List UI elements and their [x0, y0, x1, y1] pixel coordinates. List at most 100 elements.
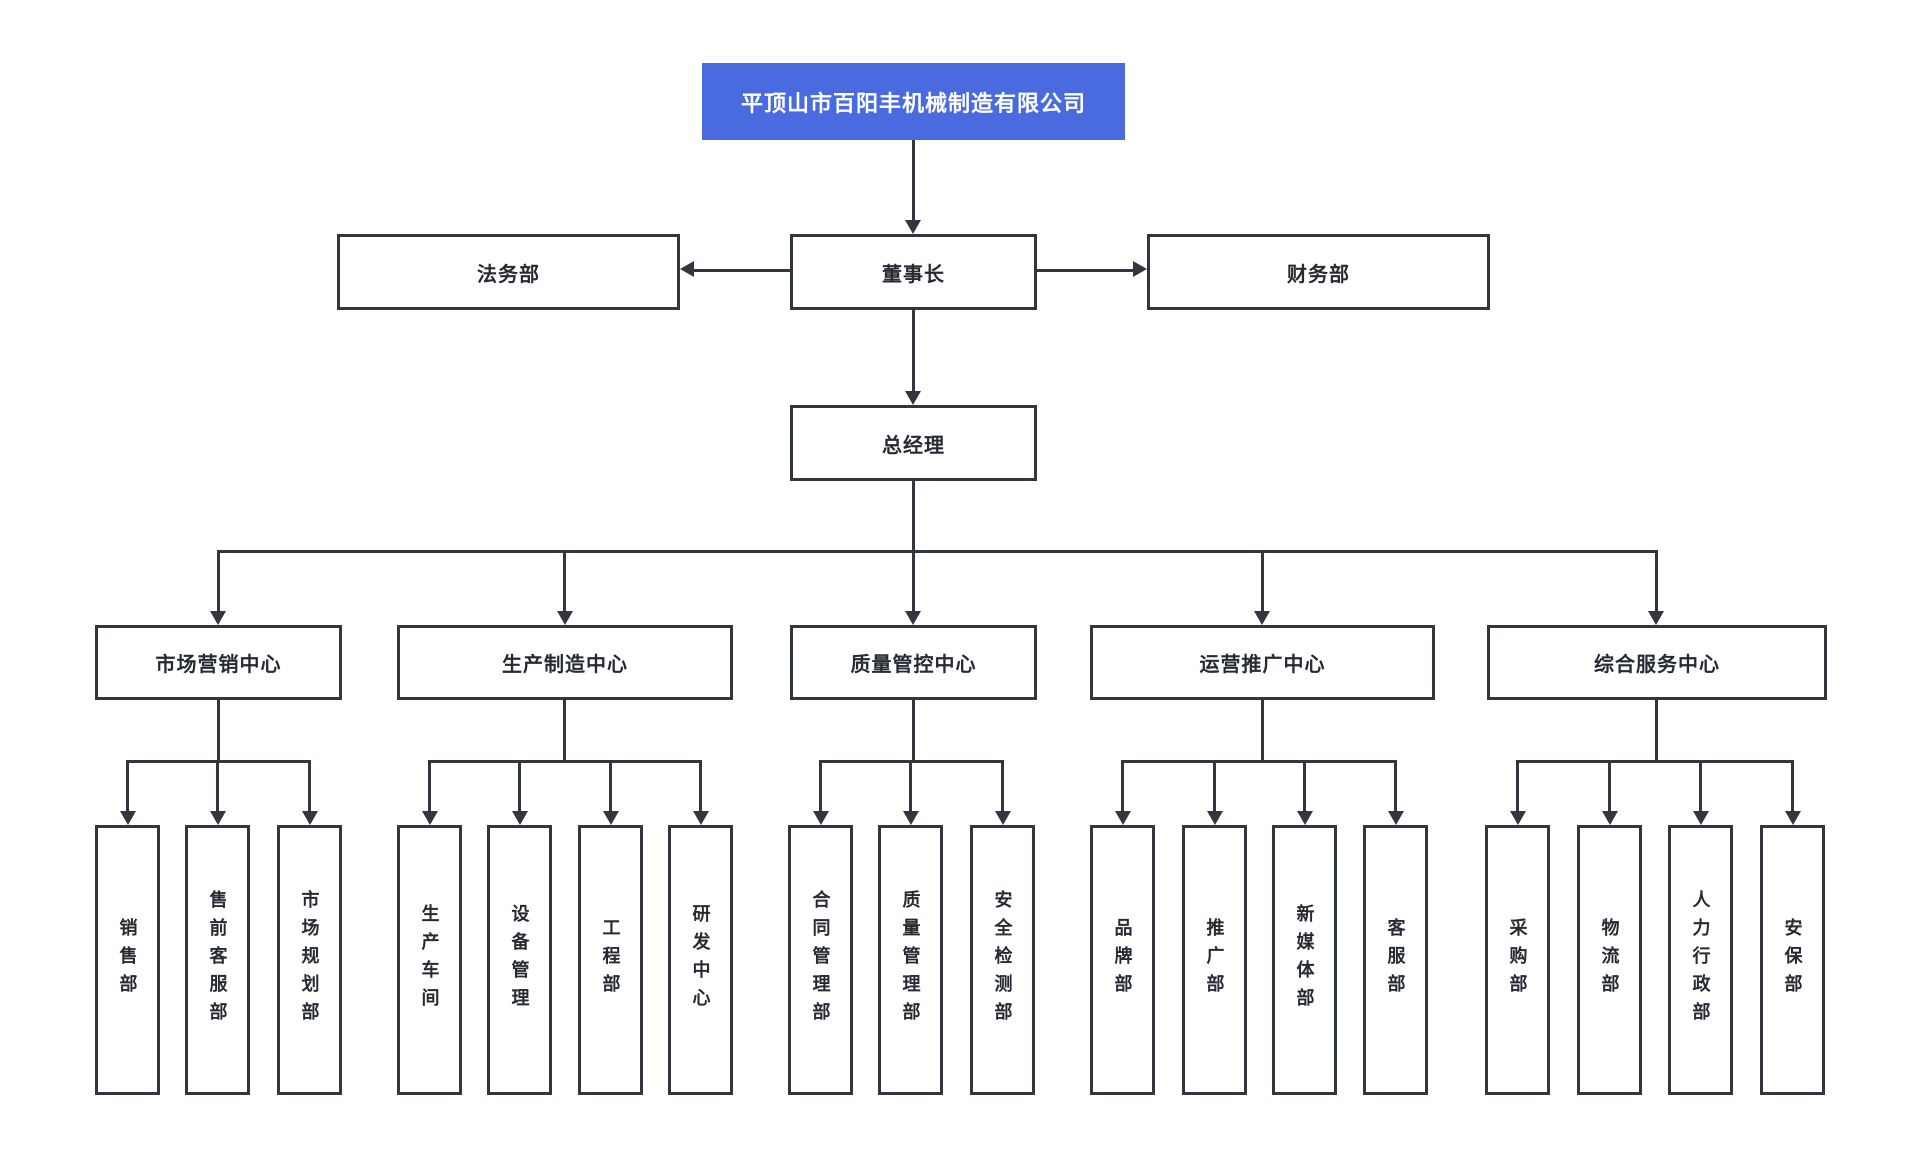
- connector-arrowhead-down: [120, 811, 136, 825]
- node-division-marketing-center[interactable]: 市场营销中心: [95, 625, 342, 700]
- connector-line: [1001, 762, 1004, 811]
- node-division-production-center[interactable]: 生产制造中心: [397, 625, 733, 700]
- connector-line: [912, 310, 915, 391]
- connector-line: [126, 762, 129, 811]
- node-dept-presales-service-label: 售前客服部: [207, 890, 228, 1030]
- connector-line: [217, 550, 220, 611]
- connector-line: [518, 762, 521, 811]
- node-division-quality-center-label: 质量管控中心: [850, 654, 977, 676]
- node-division-marketing-center-label: 市场营销中心: [155, 654, 282, 676]
- node-company-label: 平顶山市百阳丰机械制造有限公司: [740, 90, 1086, 116]
- node-legal-dept[interactable]: 法务部: [337, 234, 680, 310]
- connector-line: [1261, 700, 1264, 762]
- connector-arrowhead-down: [905, 220, 921, 234]
- connector-line: [308, 762, 311, 811]
- connector-arrowhead-down: [995, 811, 1011, 825]
- connector-arrowhead-down: [512, 811, 528, 825]
- node-chairman-label: 董事长: [882, 263, 945, 286]
- node-general-manager[interactable]: 总经理: [790, 405, 1037, 481]
- node-dept-logistics[interactable]: 物流部: [1577, 825, 1642, 1095]
- connector-arrowhead-right: [1133, 261, 1147, 277]
- node-dept-sales[interactable]: 销售部: [95, 825, 160, 1095]
- node-dept-promotion[interactable]: 推广部: [1182, 825, 1247, 1095]
- node-dept-quality-management-label: 质量管理部: [900, 890, 921, 1030]
- node-dept-rd-center-label: 研发中心: [690, 904, 711, 1016]
- node-dept-presales-service[interactable]: 售前客服部: [185, 825, 250, 1095]
- connector-line: [1037, 269, 1133, 272]
- connector-line: [1699, 762, 1702, 811]
- node-dept-promotion-label: 推广部: [1204, 918, 1225, 1002]
- node-dept-customer-service-label: 客服部: [1385, 918, 1406, 1002]
- node-dept-equipment-management[interactable]: 设备管理: [487, 825, 552, 1095]
- node-dept-engineering-label: 工程部: [600, 918, 621, 1002]
- node-dept-equipment-management-label: 设备管理: [509, 904, 530, 1016]
- node-dept-security-label: 安保部: [1782, 918, 1803, 1002]
- node-dept-hr-admin[interactable]: 人力行政部: [1668, 825, 1733, 1095]
- connector-line: [694, 269, 790, 272]
- connector-line: [1655, 550, 1658, 611]
- connector-arrowhead-down: [905, 391, 921, 405]
- connector-arrowhead-down: [1602, 811, 1618, 825]
- node-finance-dept[interactable]: 财务部: [1147, 234, 1490, 310]
- node-dept-new-media-label: 新媒体部: [1294, 904, 1315, 1016]
- node-dept-sales-label: 销售部: [117, 918, 138, 1002]
- node-dept-hr-admin-label: 人力行政部: [1690, 890, 1711, 1030]
- connector-arrowhead-down: [557, 611, 573, 625]
- node-dept-engineering[interactable]: 工程部: [578, 825, 643, 1095]
- node-dept-market-planning[interactable]: 市场规划部: [277, 825, 342, 1095]
- connector-arrowhead-down: [603, 811, 619, 825]
- node-division-services-center[interactable]: 综合服务中心: [1487, 625, 1827, 700]
- node-dept-production-workshop[interactable]: 生产车间: [397, 825, 462, 1095]
- connector-line: [1303, 762, 1306, 811]
- node-dept-logistics-label: 物流部: [1599, 918, 1620, 1002]
- connector-arrowhead-down: [903, 811, 919, 825]
- node-dept-new-media[interactable]: 新媒体部: [1272, 825, 1337, 1095]
- connector-line: [428, 760, 702, 763]
- node-division-quality-center[interactable]: 质量管控中心: [790, 625, 1037, 700]
- connector-line: [1791, 762, 1794, 811]
- node-dept-production-workshop-label: 生产车间: [419, 904, 440, 1016]
- connector-arrowhead-down: [210, 811, 226, 825]
- connector-line: [428, 762, 431, 811]
- node-dept-contract-management[interactable]: 合同管理部: [788, 825, 853, 1095]
- connector-line: [912, 140, 915, 222]
- node-dept-market-planning-label: 市场规划部: [299, 890, 320, 1030]
- connector-arrowhead-down: [1254, 611, 1270, 625]
- node-division-production-center-label: 生产制造中心: [502, 654, 628, 676]
- connector-arrowhead-down: [1648, 611, 1664, 625]
- node-dept-procurement[interactable]: 采购部: [1485, 825, 1550, 1095]
- node-dept-security[interactable]: 安保部: [1760, 825, 1825, 1095]
- connector-line: [1516, 760, 1794, 763]
- node-division-operations-center[interactable]: 运营推广中心: [1090, 625, 1435, 700]
- node-division-services-center-label: 综合服务中心: [1594, 654, 1720, 676]
- connector-line: [819, 760, 1004, 763]
- connector-line: [912, 550, 915, 611]
- connector-line: [217, 700, 220, 762]
- connector-line: [1213, 762, 1216, 811]
- node-dept-rd-center[interactable]: 研发中心: [668, 825, 733, 1095]
- connector-arrowhead-down: [1115, 811, 1131, 825]
- connector-arrowhead-down: [210, 611, 226, 625]
- connector-line: [1516, 762, 1519, 811]
- node-chairman[interactable]: 董事长: [790, 234, 1037, 310]
- connector-arrowhead-down: [1510, 811, 1526, 825]
- node-dept-brand-label: 品牌部: [1112, 918, 1133, 1002]
- node-dept-brand[interactable]: 品牌部: [1090, 825, 1155, 1095]
- connector-line: [819, 762, 822, 811]
- connector-line: [217, 550, 1658, 553]
- node-dept-procurement-label: 采购部: [1507, 918, 1528, 1002]
- connector-line: [1394, 762, 1397, 811]
- connector-arrowhead-down: [693, 811, 709, 825]
- connector-line: [1121, 762, 1124, 811]
- node-dept-customer-service[interactable]: 客服部: [1363, 825, 1428, 1095]
- connector-arrowhead-down: [905, 611, 921, 625]
- node-general-manager-label: 总经理: [882, 434, 945, 457]
- connector-line: [609, 762, 612, 811]
- node-company[interactable]: 平顶山市百阳丰机械制造有限公司: [702, 63, 1125, 140]
- connector-arrowhead-left: [680, 261, 694, 277]
- connector-line: [563, 550, 566, 611]
- node-dept-safety-inspection[interactable]: 安全检测部: [970, 825, 1035, 1095]
- node-dept-quality-management[interactable]: 质量管理部: [878, 825, 943, 1095]
- connector-arrowhead-down: [1388, 811, 1404, 825]
